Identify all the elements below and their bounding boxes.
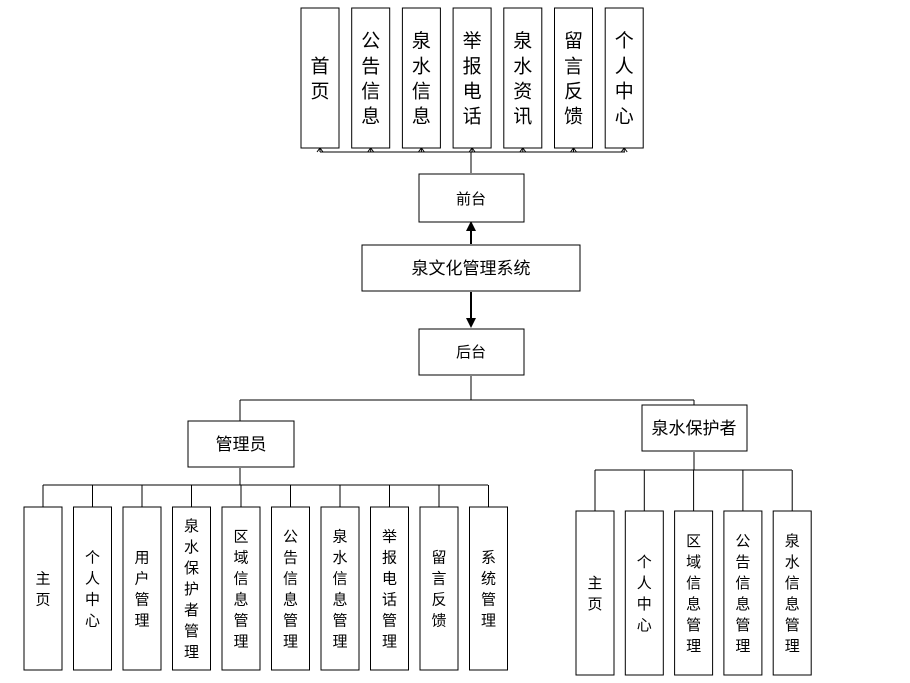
- root-box: [361, 244, 581, 292]
- admin-item-box: [271, 506, 310, 671]
- admin-items: 主页 个人中心 用户管理 泉水保护者管理 区域信息管理 公告信息管理 泉水信息管理 举报电话管…: [23, 485, 508, 671]
- frontend-item-label: 留言反馈: [564, 30, 583, 127]
- frontend-item-box: [554, 7, 593, 149]
- root-label: 泉文化管理系统: [412, 259, 531, 279]
- protector-item-label: 区域信息管理: [686, 532, 701, 655]
- root-to-backend-arrow: [466, 318, 476, 328]
- admin-item-box: [320, 506, 360, 671]
- frontend-item-box: [604, 7, 644, 149]
- admin-item-box: [23, 506, 63, 671]
- frontend-item-box: [300, 7, 340, 149]
- admin-item-box: [73, 506, 112, 671]
- admin-item-box: [370, 506, 409, 671]
- frontend-item-box: [503, 7, 543, 149]
- admin-item-label: 系统管理: [481, 548, 496, 629]
- root-node: 泉文化管理系统: [361, 244, 581, 292]
- admin-item-label: 举报电话管理: [382, 527, 397, 650]
- frontend-items: 首页 公告信息 泉水信息 举报电话 泉水资讯 留言反馈 个人中心: [300, 7, 644, 153]
- frontend-item-box: [351, 7, 391, 149]
- root-to-frontend-arrow: [466, 221, 476, 231]
- backend-box: [418, 328, 525, 376]
- protector-item-box: [772, 510, 812, 676]
- admin-item-box: [419, 506, 459, 671]
- protector-item-label: 主页: [587, 574, 602, 613]
- frontend-item-label: 首页: [310, 55, 329, 102]
- protector-node: 泉水保护者: [641, 404, 748, 452]
- backend-node: 后台: [418, 328, 525, 376]
- admin-item-box: [172, 506, 211, 671]
- frontend-box: [418, 173, 525, 223]
- frontend-item-box: [401, 7, 441, 149]
- frontend-item-box: [452, 7, 492, 149]
- protector-item-label: 公告信息管理: [735, 532, 750, 655]
- frontend-item-label: 公告信息: [361, 30, 380, 127]
- frontend-item-label: 泉水资讯: [513, 30, 532, 127]
- admin-item-label: 主页: [35, 569, 50, 608]
- admin-item-box: [122, 506, 162, 671]
- admin-item-box: [221, 506, 261, 671]
- frontend-item-label: 举报电话: [463, 30, 482, 127]
- admin-item-label: 公告信息管理: [283, 527, 298, 650]
- frontend-node: 前台: [418, 173, 525, 223]
- frontend-label: 前台: [456, 190, 486, 208]
- admin-node: 管理员: [187, 420, 295, 468]
- protector-item-box: [674, 510, 714, 676]
- protector-item-box: [624, 510, 664, 676]
- frontend-item-label: 个人中心: [615, 30, 634, 127]
- admin-label: 管理员: [216, 435, 267, 455]
- admin-item-label: 区域信息管理: [233, 527, 248, 650]
- frontend-item-label: 泉水信息: [412, 30, 431, 127]
- admin-item-label: 泉水信息管理: [332, 527, 347, 650]
- protector-item-label: 个人中心: [637, 553, 652, 634]
- protector-box: [641, 404, 748, 452]
- admin-item-label: 留言反馈: [431, 548, 446, 629]
- protector-label: 泉水保护者: [652, 419, 737, 439]
- admin-item-label: 泉水保护者管理: [184, 517, 199, 661]
- admin-item-box: [469, 506, 508, 671]
- backend-label: 后台: [456, 343, 486, 361]
- protector-item-label: 泉水信息管理: [785, 532, 800, 655]
- admin-item-label: 用户管理: [134, 548, 149, 629]
- admin-box: [187, 420, 295, 468]
- protector-items: 主页 个人中心 区域信息管理 公告信息管理 泉水信息管理: [575, 470, 812, 676]
- protector-item-box: [723, 510, 763, 676]
- admin-item-label: 个人中心: [85, 548, 100, 629]
- protector-item-box: [575, 510, 615, 676]
